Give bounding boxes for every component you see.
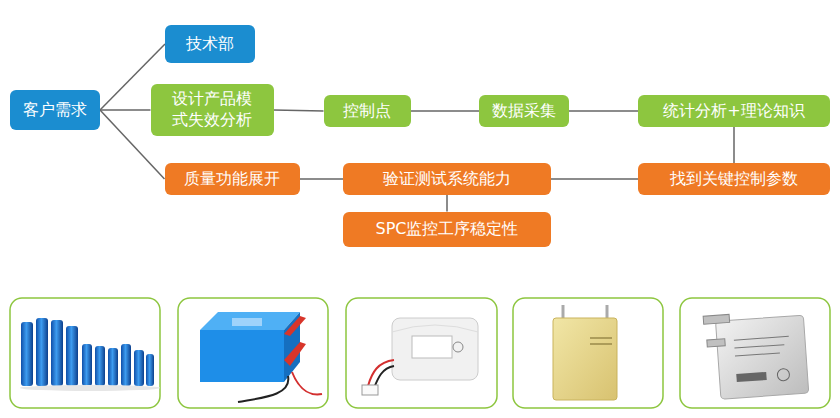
print-line — [735, 353, 780, 356]
process-box: 质量功能展开 — [165, 163, 300, 195]
connector-line — [551, 178, 638, 180]
cell — [36, 318, 48, 386]
photo-frame — [680, 298, 830, 408]
pack-label — [412, 336, 452, 358]
pack-body — [392, 318, 478, 380]
cylindrical-cells — [20, 318, 160, 391]
cell — [121, 344, 131, 386]
process-box: 找到关键控制参数 — [638, 163, 830, 195]
silver-pouch-cell — [703, 309, 809, 400]
node-text: 找到关键控制参数 — [670, 169, 798, 190]
pack-front — [200, 330, 284, 382]
cell — [146, 354, 154, 386]
cell — [95, 346, 105, 386]
node-text: 统计分析+理论知识 — [663, 101, 804, 122]
connector-line — [100, 109, 151, 111]
photo-frame — [513, 298, 663, 408]
cell — [51, 320, 63, 386]
process-box: 统计分析+理论知识 — [638, 95, 830, 127]
connector-line — [300, 178, 344, 180]
cell — [66, 326, 78, 386]
pack-cap — [284, 342, 306, 366]
blue-battery-pack — [200, 312, 322, 402]
process-box: 验证测试系统能力 — [343, 163, 551, 195]
pack-cap — [284, 316, 306, 336]
pack-label — [232, 318, 262, 326]
node-text: 技术部 — [186, 34, 234, 55]
node-text: 设计产品模式失效分析 — [170, 89, 253, 131]
tab — [707, 339, 725, 347]
label-mark — [777, 368, 790, 381]
cell — [134, 350, 144, 386]
node-text: 客户需求 — [23, 100, 87, 121]
print-line — [590, 343, 612, 345]
photo-frame — [346, 298, 497, 408]
pouch-body — [553, 318, 617, 400]
process-box: 设计产品模式失效分析 — [151, 84, 274, 136]
connector-plug — [362, 385, 378, 395]
print-line — [734, 336, 789, 340]
barcode — [736, 372, 766, 382]
process-box: 数据采集 — [479, 95, 569, 127]
node-text: 控制点 — [343, 101, 391, 122]
photo-frame — [178, 298, 328, 408]
process-box: 技术部 — [165, 25, 255, 63]
label-mark — [453, 342, 463, 352]
photo-frame — [10, 298, 160, 408]
process-box: 客户需求 — [10, 90, 100, 130]
print-line — [590, 337, 612, 339]
node-text: 验证测试系统能力 — [383, 169, 511, 190]
cell — [82, 344, 92, 386]
pack-top — [200, 312, 300, 330]
connector-line — [274, 110, 324, 111]
white-battery-pack — [362, 318, 478, 395]
shadow — [20, 385, 160, 391]
pouch-body — [716, 315, 809, 399]
node-text: SPC监控工序稳定性 — [376, 219, 519, 240]
tab — [703, 314, 729, 324]
process-box: SPC监控工序稳定性 — [343, 212, 551, 247]
print-line — [734, 345, 784, 348]
cell — [108, 348, 118, 386]
node-text: 数据采集 — [492, 101, 556, 122]
pouch-cell — [553, 305, 617, 400]
node-text: 质量功能展开 — [184, 169, 280, 190]
connector-line — [569, 110, 638, 112]
pack-edge — [392, 325, 478, 332]
connector-line — [411, 110, 480, 112]
connector-line — [446, 195, 448, 212]
connector-line — [733, 127, 735, 163]
process-box: 控制点 — [324, 95, 411, 127]
wire — [238, 376, 288, 402]
wire — [292, 372, 322, 394]
cell — [21, 322, 33, 386]
